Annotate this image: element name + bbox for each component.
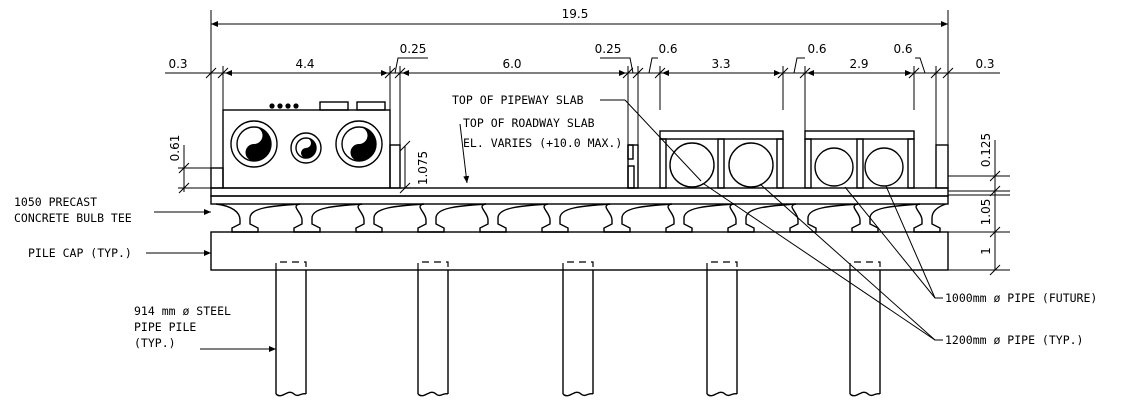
label-pile-2: PIPE PILE bbox=[134, 320, 196, 334]
conduit-circles bbox=[230, 103, 383, 168]
dim-cap-depth: 1 bbox=[979, 247, 993, 255]
label-top-pipeway: TOP OF PIPEWAY SLAB bbox=[452, 93, 584, 107]
dim-girder-depth: 1.05 bbox=[979, 199, 993, 226]
leader-lines bbox=[146, 99, 943, 352]
dim-gap-a: 0.25 bbox=[400, 42, 427, 56]
dim-left-edge: 0.3 bbox=[168, 57, 187, 71]
dimension-lines bbox=[165, 10, 1010, 276]
pile-cap bbox=[210, 231, 949, 271]
steel-pipe-piles bbox=[275, 261, 881, 397]
dim-roadway: 6.0 bbox=[502, 57, 521, 71]
dim-gap-d: 0.6 bbox=[807, 42, 826, 56]
label-pile-3: (TYP.) bbox=[134, 336, 176, 350]
dim-barrier-height: 1.075 bbox=[416, 151, 430, 185]
dim-gap-e: 0.6 bbox=[893, 42, 912, 56]
label-pile-1: 914 mm ø STEEL bbox=[134, 304, 231, 318]
dim-roadway-box: 4.4 bbox=[295, 57, 314, 71]
dim-overall: 19.5 bbox=[562, 7, 589, 21]
label-pipe-typ: 1200mm ø PIPE (TYP.) bbox=[945, 333, 1083, 347]
dim-gap-b: 0.25 bbox=[595, 42, 622, 56]
dim-right-edge: 0.3 bbox=[975, 57, 994, 71]
dim-pipe-bay-1: 3.3 bbox=[711, 57, 730, 71]
bulb-tee-girders bbox=[210, 195, 949, 233]
label-pile-cap: PILE CAP (TYP.) bbox=[28, 246, 132, 260]
dim-left-rail: 0.61 bbox=[168, 135, 182, 162]
label-precast-2: CONCRETE BULB TEE bbox=[14, 211, 132, 225]
label-el-varies: EL. VARIES (+10.0 MAX.) bbox=[463, 136, 622, 150]
label-top-roadway: TOP OF ROADWAY SLAB bbox=[463, 116, 595, 130]
dim-pipe-bay-2: 2.9 bbox=[849, 57, 868, 71]
dim-right-rail: 0.125 bbox=[979, 133, 993, 167]
dim-gap-c: 0.6 bbox=[658, 42, 677, 56]
label-pipe-future: 1000mm ø PIPE (FUTURE) bbox=[945, 291, 1097, 305]
deck-structure bbox=[210, 101, 1010, 197]
label-precast-1: 1050 PRECAST bbox=[14, 195, 97, 209]
